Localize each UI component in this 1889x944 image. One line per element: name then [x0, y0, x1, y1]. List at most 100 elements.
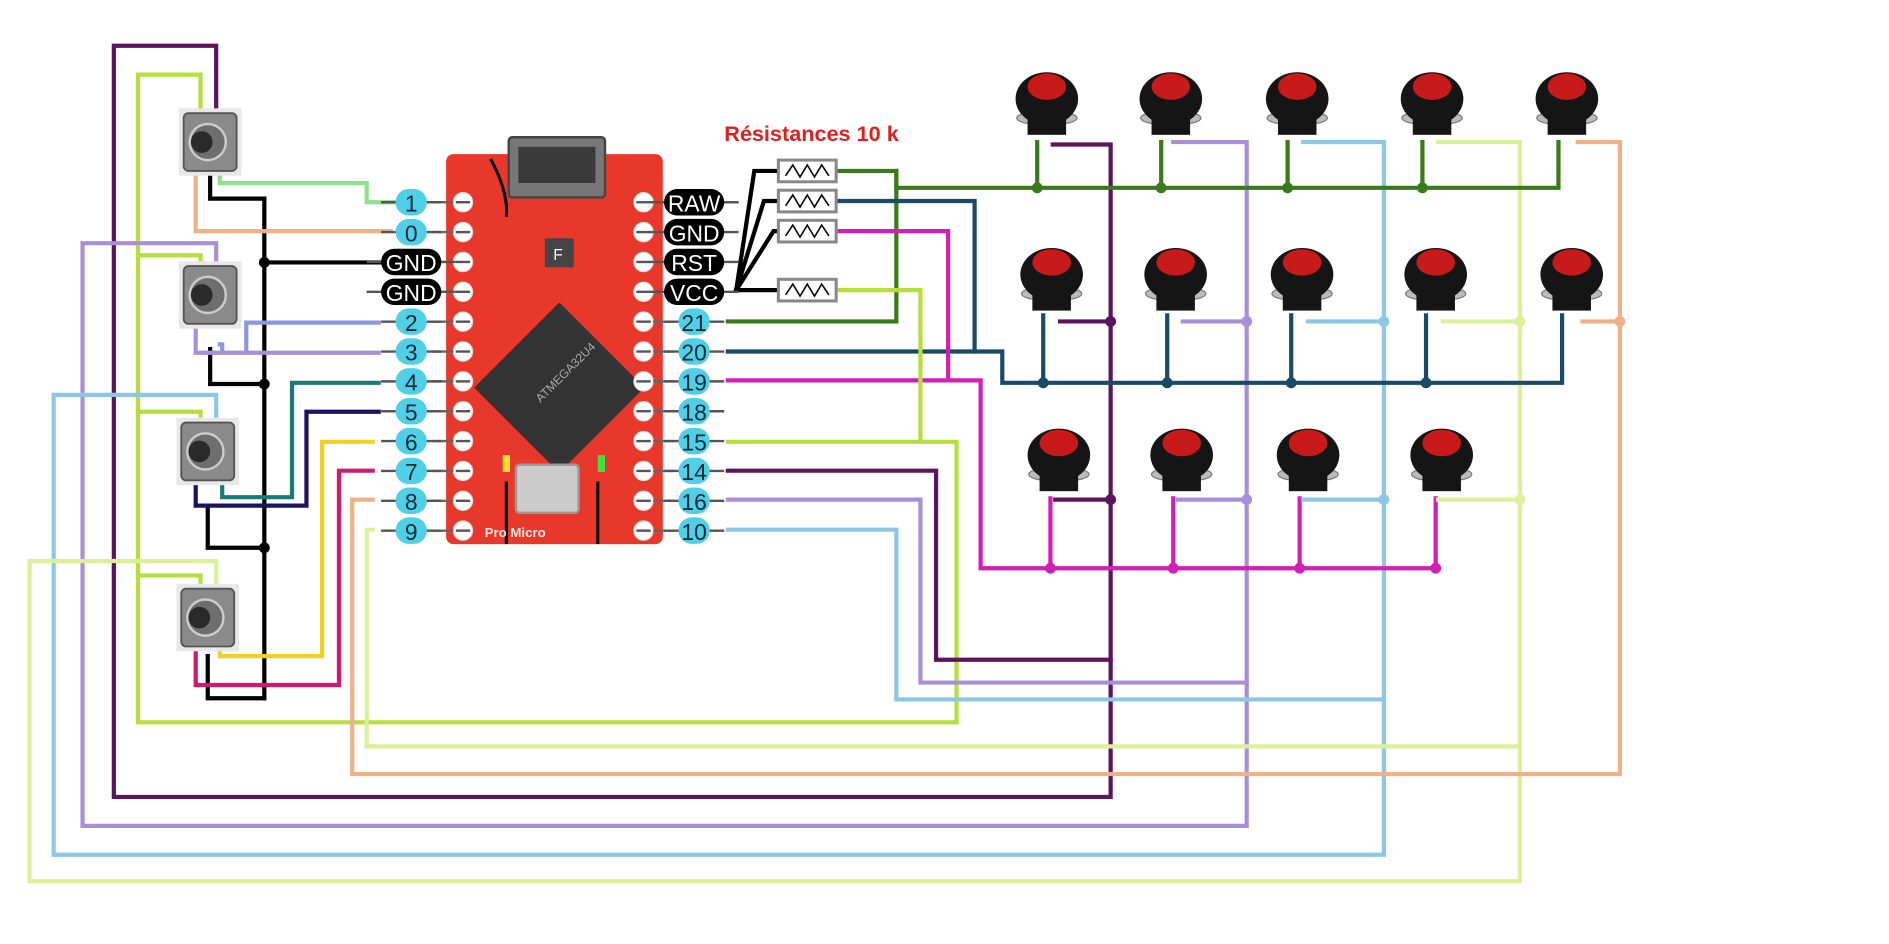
pin-bubble: [664, 278, 725, 306]
pin8-wire: [350, 139, 1622, 777]
encoder-shaft: [188, 440, 211, 463]
button-cap-icon: [1547, 73, 1587, 100]
resistor-body: [776, 188, 838, 214]
btn2-loop-wire: [80, 139, 1249, 828]
right-pin-21: 21: [664, 308, 725, 336]
encoder-shaft: [188, 606, 211, 629]
pin-label: 19: [681, 370, 706, 396]
row3-junction: [1294, 562, 1306, 574]
rotary-encoder: [176, 417, 240, 486]
push-button: [1015, 72, 1079, 135]
row1-junction: [1031, 182, 1043, 194]
pin-bubble: [678, 427, 710, 455]
button-cap-icon: [1027, 73, 1067, 100]
push-button: [1027, 428, 1091, 492]
push-button: [1150, 428, 1213, 492]
col-junction: [1514, 316, 1526, 327]
button-cap-icon: [1282, 249, 1322, 276]
right-pin-15: 15: [664, 427, 725, 455]
pin-label: RST: [671, 250, 717, 276]
button-cap-icon: [1032, 249, 1071, 276]
pin-label: 10: [681, 519, 706, 545]
col-junction: [1514, 494, 1526, 506]
pin-label: 15: [681, 429, 706, 455]
rotary-encoders: [176, 108, 242, 652]
push-button: [1410, 428, 1473, 492]
pin-bubble: [678, 338, 710, 365]
right-pin-20: 20: [664, 338, 725, 366]
resistor-zigzag-icon: [784, 193, 830, 209]
resistor: [776, 158, 838, 184]
row1-common-wire: [836, 139, 1561, 190]
pin-label: 21: [681, 310, 706, 336]
push-button: [1265, 72, 1329, 135]
pin-label: 5: [405, 399, 418, 425]
row2-junction: [1037, 377, 1049, 389]
pin-bubble: [395, 368, 427, 395]
left-pin-gnd: GND: [366, 248, 456, 276]
right-pin-vcc: VCC: [649, 278, 739, 306]
pin-bubble: [395, 487, 427, 515]
pin2-wire: [244, 320, 381, 352]
btn1-loop-wire: [111, 43, 1113, 800]
button-cap-icon: [1039, 429, 1079, 457]
led-green: [597, 455, 606, 472]
pin-label: 18: [681, 399, 706, 425]
pin-label: GND: [386, 280, 437, 306]
pin-label: 7: [405, 459, 418, 485]
encoder-shaft: [190, 131, 213, 153]
row3-common-wire: [946, 378, 1438, 571]
resistor: [776, 188, 838, 214]
button-cap-icon: [1156, 249, 1195, 276]
led-arrow-icon: [504, 481, 600, 545]
junction-dot: [258, 378, 270, 390]
wires-layer: [27, 43, 1626, 884]
right-pin-16: 16: [664, 487, 725, 515]
pin2-stub: [217, 342, 225, 352]
right-pin-raw: RAW: [649, 189, 739, 216]
push-button: [1535, 72, 1599, 135]
left-pin-2: 2: [381, 308, 442, 336]
left-pin-8: 8: [381, 487, 442, 515]
row3-junction: [1430, 562, 1442, 574]
pin-bubble: [395, 457, 427, 485]
pin-label: 3: [405, 340, 418, 366]
pin-label: VCC: [670, 280, 718, 306]
pin-bubble: [395, 189, 427, 216]
pin-bubble: [678, 517, 710, 544]
encoder-shaft: [190, 284, 213, 306]
rotary-encoder: [176, 583, 240, 652]
btn3-loop-wire: [51, 139, 1387, 857]
push-button: [1540, 247, 1604, 311]
pin-label: GND: [386, 250, 437, 276]
mcu-chip: [474, 302, 645, 473]
push-button: [1400, 72, 1464, 135]
row1-junction: [1282, 182, 1294, 194]
pin-label: 14: [681, 459, 707, 485]
button-cap-icon: [1422, 429, 1461, 457]
left-pin-7: 7: [381, 457, 442, 485]
pin-bubble: [395, 218, 427, 246]
resistor-zigzag-icon: [784, 223, 830, 239]
right-pin-19: 19: [664, 368, 725, 396]
pin-bubble: [678, 457, 710, 485]
pin-bubble: [395, 517, 427, 544]
pin-bubble: [395, 308, 427, 335]
left-pin-3: 3: [381, 338, 442, 366]
pin19-wire: [725, 229, 951, 383]
pin3-wire: [193, 322, 381, 355]
enc2-gnd-wire: [208, 347, 267, 387]
pin-bubble: [381, 278, 442, 306]
push-button: [1139, 72, 1203, 135]
button-cap-icon: [1288, 429, 1328, 457]
junction-dot: [258, 542, 270, 554]
button-cap-icon: [1151, 73, 1191, 100]
row3-junction: [1045, 562, 1056, 574]
left-pin-9: 9: [381, 517, 442, 545]
btn4-loop-wire: [27, 139, 1523, 884]
pin-bubble: [678, 397, 710, 425]
pin-bubble: [678, 487, 710, 515]
pin10-wire: [725, 527, 1387, 702]
button-cap-icon: [1412, 73, 1452, 100]
